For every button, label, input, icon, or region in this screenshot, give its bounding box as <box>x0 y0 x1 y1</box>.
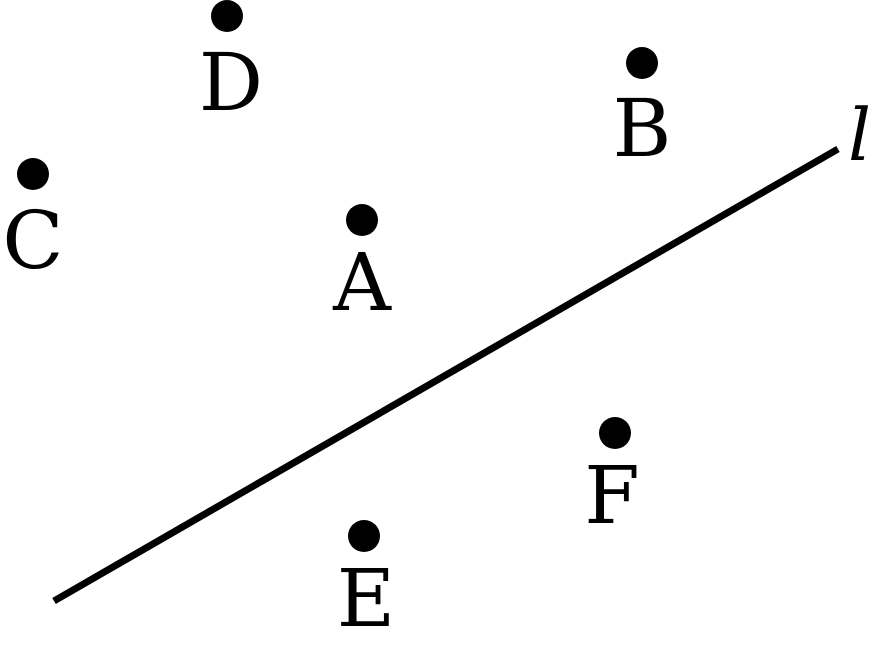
point-b: B <box>613 47 672 175</box>
line-l-label: l <box>848 93 871 177</box>
point-a-dot <box>346 204 378 236</box>
point-c-label: C <box>2 194 63 287</box>
point-a: A <box>332 204 392 329</box>
point-d: D <box>199 0 263 129</box>
point-d-label: D <box>199 36 263 129</box>
point-f-label: F <box>584 449 640 542</box>
point-f: F <box>584 417 640 542</box>
point-e: E <box>337 520 395 645</box>
line-l <box>52 145 840 605</box>
point-a-label: A <box>332 236 392 329</box>
point-d-dot <box>211 0 243 32</box>
point-b-dot <box>626 47 658 79</box>
point-e-dot <box>348 520 380 552</box>
point-b-label: B <box>613 82 672 175</box>
point-e-label: E <box>337 552 395 645</box>
point-c: C <box>2 158 64 287</box>
point-c-dot <box>17 158 49 190</box>
point-f-dot <box>599 417 631 449</box>
